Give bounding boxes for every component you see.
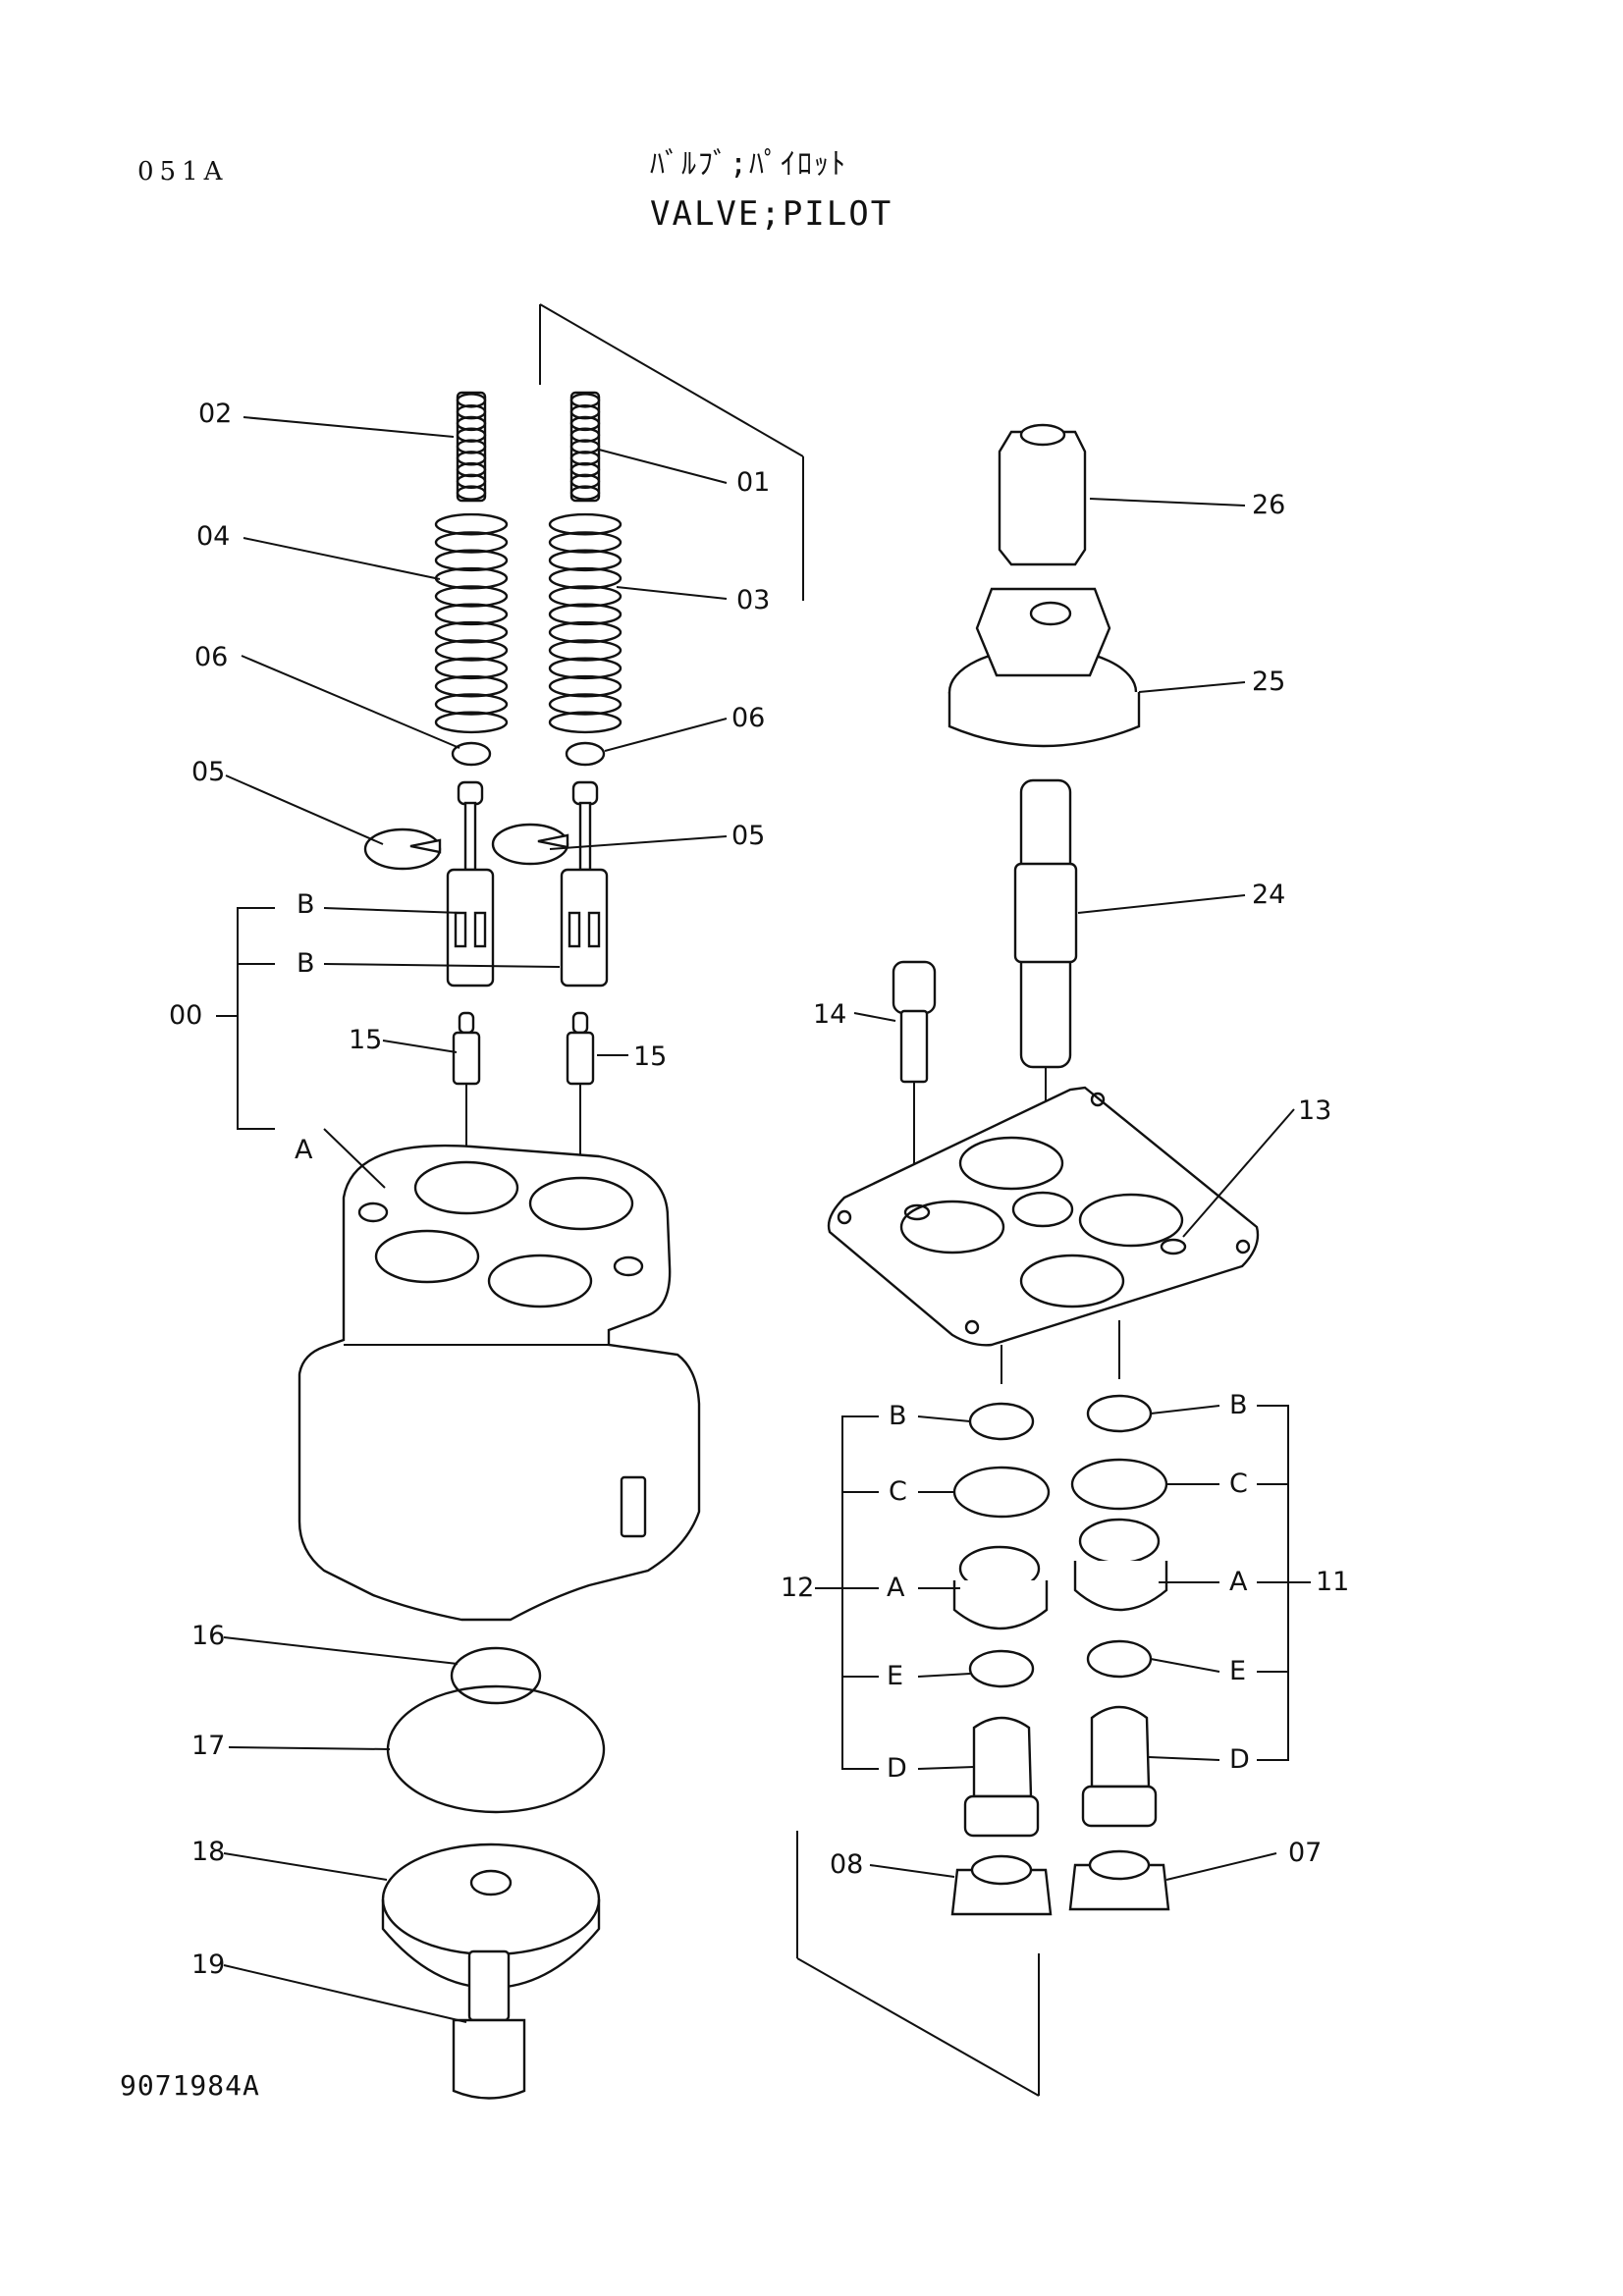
title-japanese: ﾊﾞﾙﾌﾞ;ﾊﾟｲﾛｯﾄ xyxy=(650,147,848,182)
sub-e-11: E xyxy=(1229,1656,1246,1686)
sub-a-12: A xyxy=(887,1573,905,1603)
callout-15-right: 15 xyxy=(633,1041,667,1072)
spool-right xyxy=(560,780,609,988)
spring-coil xyxy=(434,693,509,716)
spring-coil xyxy=(434,585,509,608)
callout-19: 19 xyxy=(191,1949,225,1980)
callout-00: 00 xyxy=(169,1000,202,1031)
sub-e-12: E xyxy=(887,1661,903,1691)
title-english: VALVE;PILOT xyxy=(650,194,893,234)
callout-01: 01 xyxy=(736,467,770,498)
spring-coil xyxy=(548,531,622,554)
shim-left xyxy=(451,741,492,767)
large-spring-right xyxy=(548,512,622,734)
callout-14: 14 xyxy=(813,999,846,1030)
spring-coil xyxy=(548,711,622,734)
sub-c-12: C xyxy=(889,1476,907,1507)
spring-coil xyxy=(548,549,622,572)
spring-coil xyxy=(434,603,509,626)
callout-02: 02 xyxy=(198,399,232,429)
callout-11: 11 xyxy=(1316,1567,1349,1597)
sub-d-12: D xyxy=(887,1753,907,1784)
callout-04: 04 xyxy=(196,521,230,552)
callout-labels: 02 01 04 03 06 06 05 05 B B 00 15 15 A 1… xyxy=(169,399,1349,1980)
seal-stack-11 xyxy=(1068,1394,1170,1911)
callout-13: 13 xyxy=(1298,1095,1331,1126)
sub-b-lower: B xyxy=(297,948,315,979)
spool-left xyxy=(446,780,495,988)
washer-right xyxy=(491,823,569,866)
spring-coil xyxy=(434,711,509,734)
sub-b-11: B xyxy=(1229,1390,1248,1420)
socket-bolt-14 xyxy=(892,960,937,1202)
callout-05-left: 05 xyxy=(191,757,225,787)
callout-05-right: 05 xyxy=(731,821,765,851)
callout-06-left: 06 xyxy=(194,642,228,672)
hex-nut-26 xyxy=(998,423,1087,566)
pin-right xyxy=(566,1011,595,1203)
spring-coil xyxy=(434,639,509,662)
spring-coil xyxy=(434,657,509,680)
spring-coil xyxy=(434,674,509,698)
spring-coil xyxy=(548,603,622,626)
seal-stack-12 xyxy=(950,1402,1053,1916)
callout-07: 07 xyxy=(1288,1838,1322,1868)
sub-b-upper: B xyxy=(297,889,315,920)
group-bracket-lower xyxy=(796,1831,1040,2097)
callout-25: 25 xyxy=(1252,667,1285,697)
hex-plug-25 xyxy=(947,587,1141,748)
small-spring-left xyxy=(456,391,487,503)
callout-26: 26 xyxy=(1252,490,1285,520)
sub-a-casing: A xyxy=(295,1135,313,1165)
spring-coil xyxy=(548,585,622,608)
valve-casing xyxy=(298,1144,701,1622)
callout-24: 24 xyxy=(1252,880,1285,910)
callout-17: 17 xyxy=(191,1731,225,1761)
callout-08: 08 xyxy=(830,1849,863,1880)
callout-12: 12 xyxy=(781,1573,814,1603)
spring-coil xyxy=(548,512,622,536)
spring-coil xyxy=(548,693,622,716)
small-spring-right xyxy=(569,391,601,503)
callout-06-right: 06 xyxy=(731,703,765,733)
spring-coil xyxy=(434,549,509,572)
callout-03: 03 xyxy=(736,585,770,615)
o-ring-large xyxy=(386,1684,606,1814)
spring-coil xyxy=(456,485,487,501)
sub-d-11: D xyxy=(1229,1744,1250,1775)
sub-b-12: B xyxy=(889,1401,907,1431)
spring-coil xyxy=(434,512,509,536)
bolt-bottom xyxy=(452,1949,526,2100)
spring-coil xyxy=(569,485,601,501)
large-spring-left xyxy=(434,512,509,734)
leader-lines xyxy=(216,416,1311,2023)
spring-coil xyxy=(548,657,622,680)
drawing-number: 9071984A xyxy=(120,2069,260,2102)
spring-coil xyxy=(548,566,622,590)
spring-coil xyxy=(434,620,509,644)
spring-coil xyxy=(548,620,622,644)
callout-16: 16 xyxy=(191,1621,225,1651)
o-ring-small xyxy=(450,1646,542,1705)
spring-coil xyxy=(434,531,509,554)
plate-13 xyxy=(827,1086,1260,1384)
adjusting-screw-24 xyxy=(1013,778,1078,1207)
sub-c-11: C xyxy=(1229,1468,1248,1499)
spring-coil xyxy=(548,639,622,662)
callout-15-left: 15 xyxy=(349,1025,382,1055)
spring-coil xyxy=(548,674,622,698)
sheet-code: 051A xyxy=(137,157,229,187)
washer-left xyxy=(363,828,442,871)
sub-a-11: A xyxy=(1229,1567,1248,1597)
callout-18: 18 xyxy=(191,1837,225,1867)
shim-right xyxy=(565,741,606,767)
group-bracket-upper xyxy=(539,303,804,601)
